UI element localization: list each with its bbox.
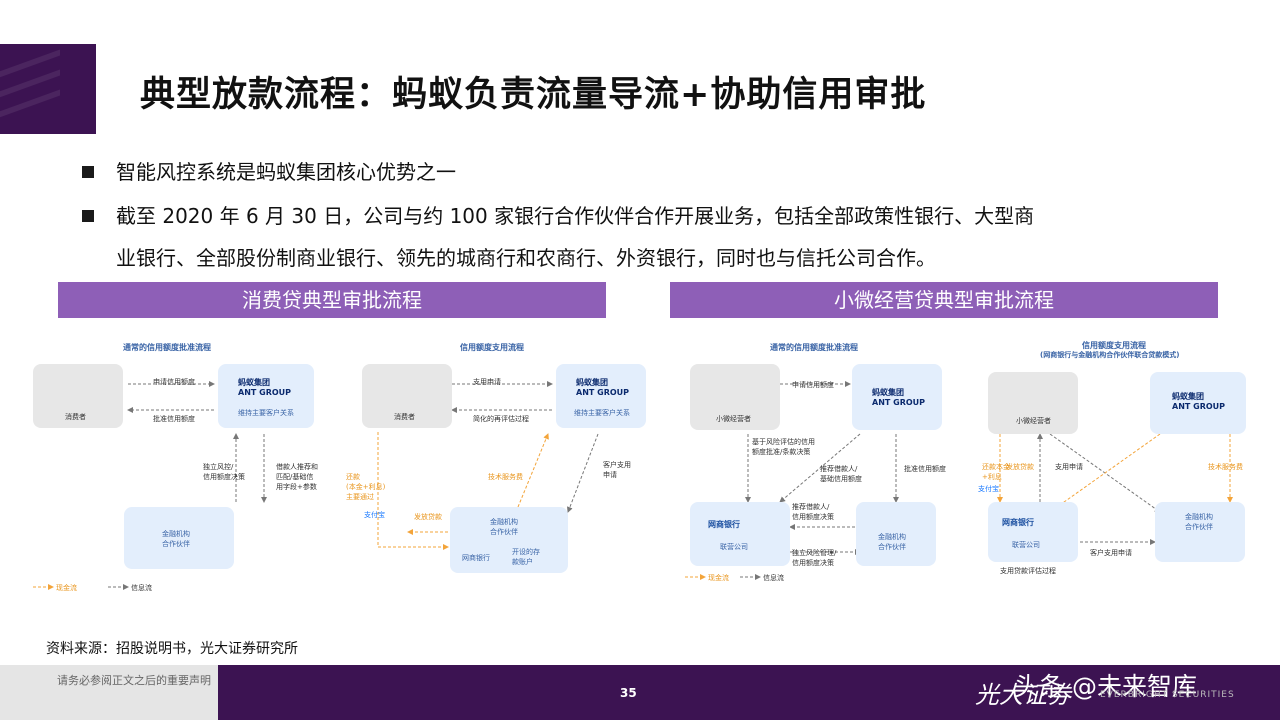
ant-box-4: 蚂蚁集团 ANT GROUP: [1150, 372, 1246, 434]
legend-info: 信息流: [131, 584, 152, 592]
ant-sub-2: 维持主要客户关系: [574, 409, 630, 417]
ant-box-2: 蚂蚁集团 ANT GROUP 维持主要客户关系: [556, 364, 646, 428]
bullet-marker: [82, 166, 94, 178]
step-8: 发放贷款: [414, 513, 442, 521]
mybank-1: 网商银行: [708, 520, 740, 529]
mybank-label: 网商银行: [462, 554, 490, 562]
footer-left-panel: [0, 665, 218, 720]
bullet-text-1: 智能风控系统是蚂蚁集团核心优势之一: [116, 160, 456, 184]
brand-en: EVERBRIGHT SECURITIES: [1100, 690, 1235, 700]
legend-cash: 现金流: [56, 584, 77, 592]
bullet-text-2: 截至 2020 年 6 月 30 日，公司与约 100 家银行合作伙伴合作开展业…: [116, 204, 1035, 228]
smb-loan-diagram: 通常的信用额度批准流程 信用额度支用流程 (网商银行与金融机构合作伙伴联合贷款模…: [660, 322, 1260, 606]
smb-step-1: 申请信用额度: [792, 381, 834, 389]
step-4: 批准信用额度: [153, 415, 195, 423]
smb-step-2: 推荐借款人/ 信用额度决策: [792, 503, 834, 521]
page-title: 典型放款流程：蚂蚁负责流量导流+协助信用审批: [140, 75, 927, 115]
smb-step-9: 客户支用申请: [1090, 549, 1132, 557]
consumer-loan-diagram: 通常的信用额度批准流程 信用额度支用流程 消费者 蚂蚁集团 ANT GROUP …: [28, 322, 648, 606]
smb-sub2b: (网商银行与金融机构合作伙伴联合贷款模式): [1040, 351, 1180, 359]
panel-header-consumer: 消费贷典型审批流程: [58, 282, 606, 318]
consumer-flow-arrows: [33, 381, 599, 590]
bank-box-3: 金融机构 合作伙伴: [856, 502, 936, 566]
smb-step-5: 独立风险管理/ 信用额度决策: [792, 549, 837, 567]
ant-box-3: 蚂蚁集团 ANT GROUP: [852, 364, 942, 430]
logo-block: [0, 44, 96, 134]
smb-step-3: 批准信用额度: [904, 465, 946, 473]
mybank-2: 网商银行: [1002, 518, 1034, 527]
step-6: 简化的再评估过程: [473, 415, 529, 423]
legend-cash-2: 现金流: [708, 574, 729, 582]
step-7: 客户支用 申请: [603, 461, 631, 479]
smb-step-6: 基于风险评估的信用 额度批准/条款决策: [752, 438, 815, 456]
page-number: 35: [620, 686, 637, 700]
account-label: 开设的存 款账户: [512, 548, 540, 566]
mybank-box-2: 网商银行 联营公司: [988, 502, 1078, 562]
consumer-label-2: 消费者: [394, 413, 415, 421]
bank-box-4: 金融机构 合作伙伴: [1155, 502, 1245, 562]
alipay-label: 支付宝: [364, 511, 385, 519]
joint-2: 联营公司: [1012, 541, 1040, 549]
consumer-label: 消费者: [65, 413, 86, 421]
ant-en-3: ANT GROUP: [872, 398, 926, 407]
bank-label-4: 金融机构 合作伙伴: [1185, 513, 1213, 531]
smb-step-12: 技术服务费: [1208, 463, 1243, 471]
joint-1: 联营公司: [720, 543, 748, 551]
step-10: 技术服务费: [488, 473, 523, 481]
bullet-text-2-cont: 业银行、全部股份制商业银行、领先的城商行和农商行、外资银行，同时也与信托公司合作…: [116, 246, 936, 270]
step-3: 独立风控/ 信用额度决策: [203, 463, 245, 481]
bank-box-1: 金融机构 合作伙伴: [124, 507, 234, 569]
merchant-box-2: 小微经营者: [988, 372, 1078, 434]
step-5: 支用申请: [473, 378, 501, 386]
step-1: 申请信用额度: [153, 378, 195, 386]
smb-step-10: 发放贷款: [1006, 463, 1034, 471]
ant-en-2: ANT GROUP: [576, 388, 630, 397]
consumer-sub1: 通常的信用额度批准流程: [123, 343, 211, 352]
watermark: 头条 @未来智库: [1014, 672, 1197, 701]
consumer-sub2: 信用额度支用流程: [460, 343, 524, 352]
bullet-marker: [82, 210, 94, 222]
bank-box-2: 金融机构 合作伙伴 网商银行 开设的存 款账户: [450, 507, 568, 573]
ant-en: ANT GROUP: [238, 388, 292, 397]
smb-step-4: 推荐借款人/ 基础信用额度: [820, 465, 862, 483]
smb-sub1: 通常的信用额度批准流程: [770, 343, 858, 352]
source-note: 资料来源：招股说明书，光大证券研究所: [46, 641, 298, 657]
ant-cn-3: 蚂蚁集团: [872, 388, 904, 397]
smb-step-7: 支用申请: [1055, 463, 1083, 471]
ant-cn: 蚂蚁集团: [238, 378, 270, 387]
ant-cn-4: 蚂蚁集团: [1172, 392, 1204, 401]
bank-label-2: 金融机构 合作伙伴: [490, 518, 518, 536]
consumer-box-1: 消费者: [33, 364, 123, 428]
ant-cn-2: 蚂蚁集团: [576, 378, 608, 387]
step-2: 借款人推荐和 匹配/基础信 用字段+参数: [276, 463, 318, 491]
smb-step-8: 支用贷款评估过程: [1000, 567, 1056, 575]
ant-box-1: 蚂蚁集团 ANT GROUP 维持主要客户关系: [218, 364, 314, 428]
merchant-box-1: 小微经营者: [690, 364, 780, 430]
bank-label-3: 金融机构 合作伙伴: [878, 533, 906, 551]
panel-header-smb: 小微经营贷典型审批流程: [670, 282, 1218, 318]
ant-sub: 维持主要客户关系: [238, 409, 294, 417]
alipay-label-2: 支付宝: [978, 485, 999, 493]
disclaimer: 请务必参阅正文之后的重要声明: [57, 674, 211, 687]
merchant-label: 小微经营者: [716, 415, 751, 423]
smb-step-11: 还款本金 +利息: [982, 463, 1010, 481]
smb-sub2: 信用额度支用流程: [1082, 341, 1146, 350]
ant-en-4: ANT GROUP: [1172, 402, 1226, 411]
legend-info-2: 信息流: [763, 574, 784, 582]
brand-logo: 光大证券: [975, 681, 1071, 709]
step-9: 还款 (本金+利息) 主要通过: [346, 473, 386, 501]
mybank-box-1: 网商银行 联营公司: [690, 502, 790, 566]
consumer-box-2: 消费者: [362, 364, 452, 428]
bank-label: 金融机构 合作伙伴: [162, 530, 190, 548]
merchant-label-2: 小微经营者: [1016, 417, 1051, 425]
